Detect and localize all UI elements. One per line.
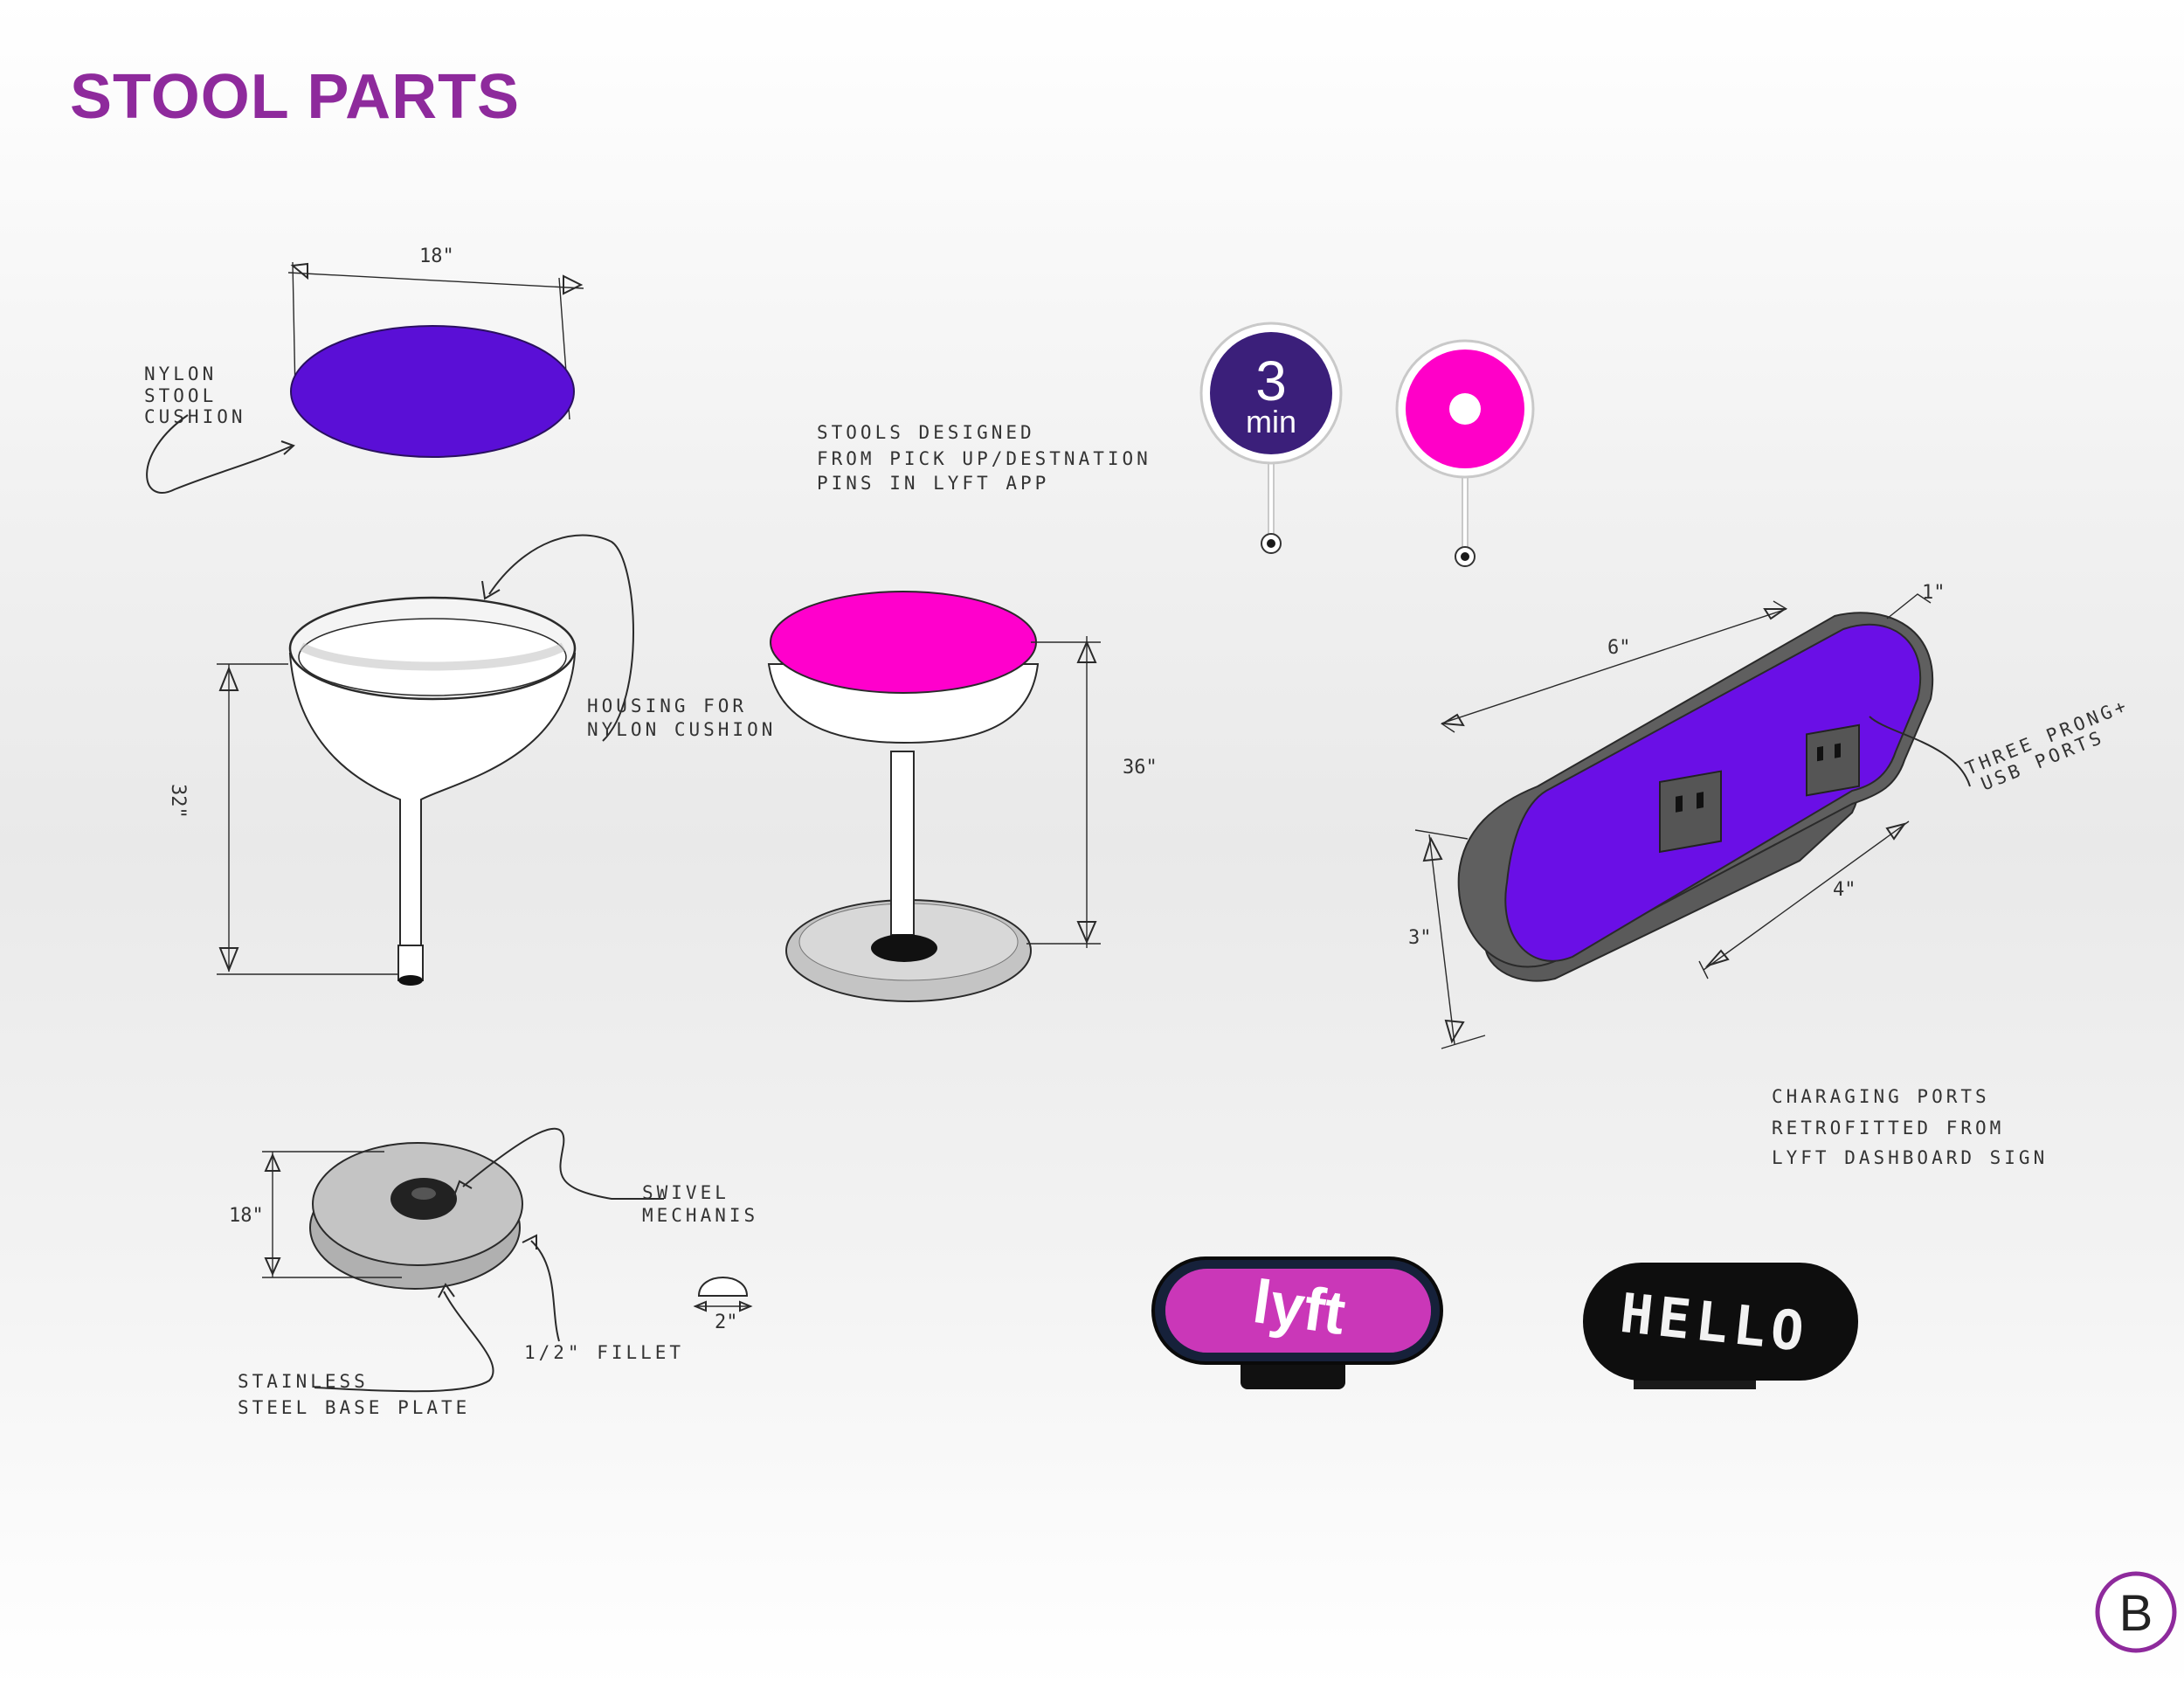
destination-pin — [1395, 339, 1535, 567]
svg-text:STOOL: STOOL — [144, 385, 217, 406]
svg-text:LYFT DASHBOARD SIGN: LYFT DASHBOARD SIGN — [1772, 1147, 2048, 1168]
port-depth-dimension: 1" — [1922, 582, 1946, 604]
svg-text:CHARAGING PORTS: CHARAGING PORTS — [1772, 1086, 1990, 1107]
nylon-cushion — [290, 325, 575, 458]
svg-text:STAINLESS: STAINLESS — [238, 1371, 369, 1392]
fillet-detail — [697, 1277, 749, 1297]
port-height-dimension: 3" — [1408, 927, 1432, 949]
base-plate-sketch — [262, 1127, 753, 1393]
svg-text:HOUSING FOR: HOUSING FOR — [587, 696, 747, 716]
svg-text:MECHANIS: MECHANIS — [642, 1205, 758, 1226]
stool-height-left-dimension: 32" — [167, 784, 189, 819]
page-title: STOOL PARTS — [70, 62, 521, 132]
cushion-label: NYLON STOOL CUSHION — [144, 363, 246, 427]
svg-text:STOOLS DESIGNED: STOOLS DESIGNED — [817, 422, 1035, 443]
svg-text:FROM PICK UP/DESTNATION: FROM PICK UP/DESTNATION — [817, 448, 1151, 469]
port-length-dimension: 6" — [1607, 637, 1631, 659]
swivel-arrow — [462, 1127, 664, 1200]
port-base-dimension: 4" — [1833, 879, 1856, 901]
stool-height-right-dimension: 36" — [1123, 757, 1158, 779]
base-plate-label: STAINLESS STEEL BASE PLATE — [238, 1371, 470, 1418]
lyft-amp-sign: lyft — [1151, 1256, 1443, 1389]
base-diameter-dimension: 18" — [229, 1205, 264, 1227]
svg-text:lyft: lyft — [1249, 1267, 1350, 1347]
power-outlet-1 — [1659, 770, 1722, 854]
stools-note: STOOLS DESIGNED FROM PICK UP/DESTNATION … — [817, 422, 1151, 494]
fillet-width-dimension: 2" — [715, 1312, 738, 1333]
pin-stool-sketch — [767, 591, 1101, 1002]
page-badge: B — [2095, 1571, 2177, 1653]
svg-text:CUSHION: CUSHION — [144, 406, 246, 427]
svg-text:B: B — [2119, 1585, 2153, 1642]
svg-text:min: min — [1246, 404, 1296, 440]
stool-seat-magenta — [770, 591, 1037, 694]
cushion-width-dimension: 18" — [419, 246, 454, 267]
cushion-sketch — [287, 261, 584, 458]
housing-arrow — [488, 534, 634, 742]
swivel-label: SWIVEL MECHANIS — [642, 1182, 758, 1226]
svg-text:NYLON: NYLON — [144, 363, 217, 384]
svg-text:3: 3 — [1255, 350, 1287, 412]
charging-port-sketch — [1414, 593, 1971, 1049]
fillet-arrow — [530, 1240, 560, 1342]
housing-stool-sketch — [217, 596, 577, 986]
charging-note: CHARAGING PORTS RETROFITTED FROM LYFT DA… — [1772, 1086, 2048, 1168]
svg-text:NYLON CUSHION: NYLON CUSHION — [587, 719, 776, 740]
base-arrow — [314, 1291, 494, 1393]
svg-text:PINS IN LYFT APP: PINS IN LYFT APP — [817, 473, 1049, 494]
power-outlet-2 — [1806, 723, 1860, 797]
fillet-label: 1/2" FILLET — [524, 1342, 684, 1363]
housing-label: HOUSING FOR NYLON CUSHION — [587, 696, 776, 740]
time-pin: 3 min — [1199, 322, 1343, 554]
svg-text:RETROFITTED FROM: RETROFITTED FROM — [1772, 1118, 2004, 1139]
svg-text:STEEL BASE PLATE: STEEL BASE PLATE — [238, 1397, 470, 1418]
cushion-arrow — [146, 414, 294, 494]
ports-label: THREE PRONG+ USB PORTS — [1962, 695, 2132, 795]
ports-arrow — [1869, 716, 1971, 787]
hello-sign: HELLO — [1583, 1263, 1858, 1389]
svg-text:SWIVEL: SWIVEL — [642, 1182, 729, 1203]
